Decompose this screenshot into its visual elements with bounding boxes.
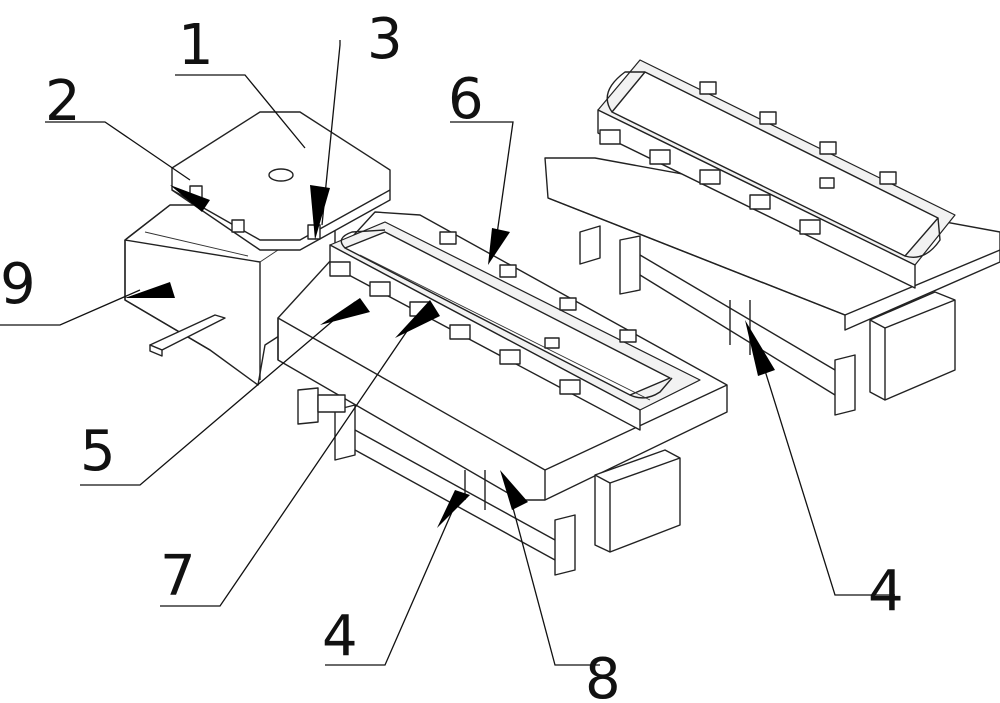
label-5: 5 — [80, 419, 116, 484]
label-2: 2 — [45, 69, 81, 134]
label-9: 9 — [0, 252, 36, 317]
label-4-front: 4 — [322, 604, 358, 669]
label-8: 8 — [585, 647, 621, 703]
label-6: 6 — [448, 67, 484, 132]
arrow-part-4-front — [437, 490, 470, 528]
label-1: 1 — [178, 13, 214, 78]
label-3: 3 — [367, 7, 403, 72]
label-7: 7 — [160, 544, 196, 609]
label-4-rear: 4 — [868, 559, 904, 624]
